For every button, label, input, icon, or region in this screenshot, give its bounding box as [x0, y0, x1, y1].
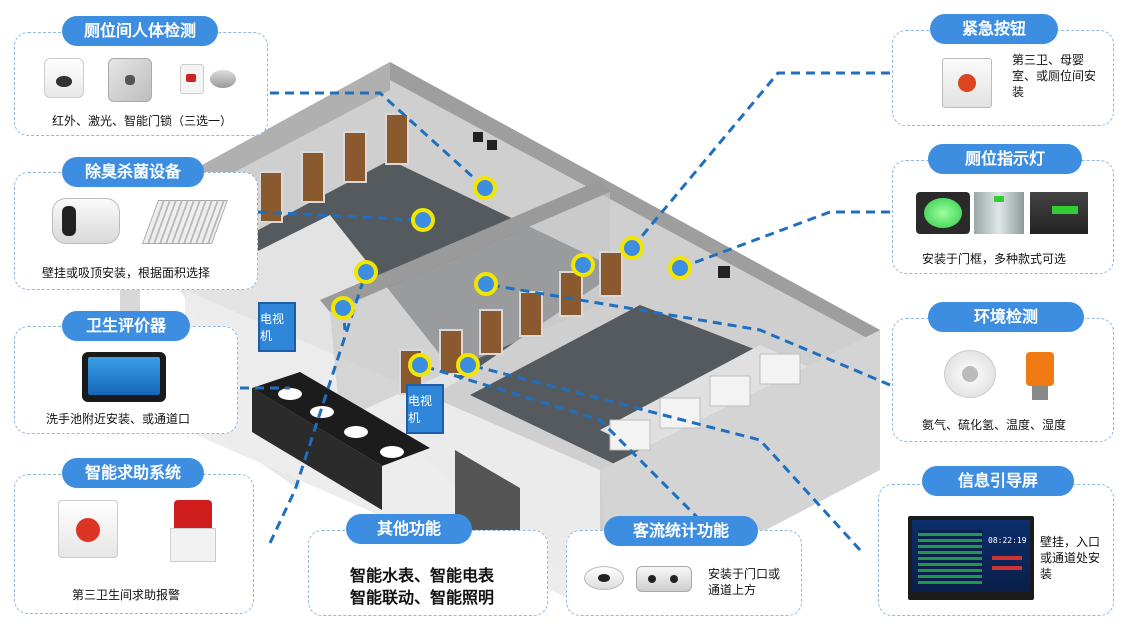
smart-lock-icon — [180, 64, 240, 94]
wall-device-1 — [473, 132, 483, 142]
alarm-light-icon — [170, 500, 216, 562]
caption-indicator: 安装于门框，多种款式可选 — [922, 252, 1067, 266]
info-screen-icon: 08:22:19 — [908, 516, 1034, 600]
wall-deodorizer-icon — [52, 198, 120, 244]
tablet-icon — [82, 352, 166, 402]
caption-evaluator: 洗手池附近安装、或通道口 — [46, 412, 191, 426]
caption-environment: 氨气、硫化氢、温度、湿度 — [922, 418, 1067, 432]
title-evaluator: 卫生评价器 — [62, 311, 190, 341]
stall-row-right — [609, 353, 801, 451]
wall-device-3 — [718, 266, 730, 278]
help-button-icon — [58, 500, 118, 558]
title-environment: 环境检测 — [928, 302, 1084, 332]
infrared-sensor-icon — [44, 58, 84, 98]
tv-label-right: 电视机 — [406, 384, 444, 434]
card-emergency — [892, 30, 1114, 126]
sink-counter-front — [252, 388, 382, 510]
camera-counter-icon — [636, 566, 692, 592]
laser-sensor-icon — [108, 58, 152, 102]
emergency-button-icon — [942, 58, 992, 108]
title-help-system: 智能求助系统 — [62, 458, 204, 488]
screen-time: 08:22:19 — [988, 536, 1027, 545]
title-emergency: 紧急按钮 — [930, 14, 1058, 44]
tv-label-left: 电视机 — [258, 302, 296, 352]
other-line-1: 智能水表、智能电表 — [350, 566, 495, 585]
title-indicator: 厕位指示灯 — [928, 144, 1082, 174]
caption-flow: 安装于门口或通道上方 — [708, 567, 781, 597]
other-line-2: 智能联动、智能照明 — [350, 588, 495, 607]
sign-indicator-icon — [1030, 192, 1088, 234]
title-info-screen: 信息引导屏 — [922, 466, 1074, 496]
green-indicator-icon — [916, 192, 970, 234]
wall-divider — [320, 180, 610, 312]
sensor-markers — [331, 176, 692, 377]
connector-lines — [240, 71, 891, 552]
caption-emergency: 第三卫、母婴室、或厕位间安装 — [1012, 53, 1097, 99]
gas-detector-icon — [1020, 352, 1060, 402]
caption-deodorize: 壁挂或吸顶安装，根据面积选择 — [42, 266, 211, 280]
title-flow: 客流统计功能 — [604, 516, 758, 546]
title-deodorize: 除臭杀菌设备 — [62, 157, 204, 187]
card-environment — [892, 318, 1114, 442]
wall-back-right — [390, 62, 880, 345]
people-counter-icon — [584, 566, 624, 590]
caption-help-system: 第三卫生间求助报警 — [72, 588, 181, 602]
ceiling-deodorizer-icon — [141, 200, 229, 244]
smoke-detector-icon — [944, 350, 996, 398]
door-indicator-icon — [974, 192, 1024, 234]
caption-info-screen: 壁挂，入口或通道处安装 — [1040, 535, 1101, 581]
wall-device-2 — [487, 140, 497, 150]
sinks — [278, 388, 404, 458]
caption-human-detection: 红外、激光、智能门锁（三选一） — [52, 114, 233, 128]
title-human-detection: 厕位间人体检测 — [62, 16, 218, 46]
title-other: 其他功能 — [346, 514, 472, 544]
